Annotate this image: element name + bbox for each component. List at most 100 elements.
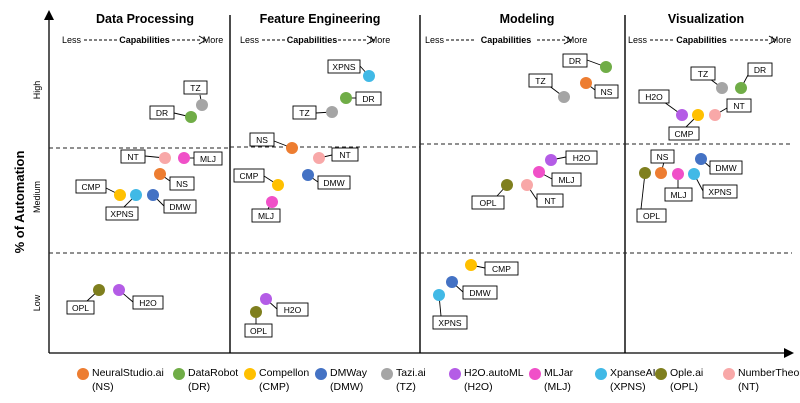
legend-name: DMWay bbox=[330, 367, 367, 379]
legend-dot bbox=[449, 368, 461, 380]
legend-abbr: (CMP) bbox=[259, 381, 290, 393]
point-label-box bbox=[244, 323, 273, 338]
point-label-box bbox=[650, 149, 675, 164]
section-title: Visualization bbox=[668, 12, 744, 26]
arrow-head-icon bbox=[563, 35, 573, 45]
point-dot bbox=[326, 106, 338, 118]
point-label-box bbox=[551, 172, 582, 187]
point-dot bbox=[114, 189, 126, 201]
point-dot bbox=[185, 111, 197, 123]
legend-dot bbox=[315, 368, 327, 380]
point-label-box bbox=[169, 176, 195, 191]
y-level-medium: Medium bbox=[32, 181, 42, 213]
point-label-box bbox=[193, 151, 223, 166]
point-dot bbox=[433, 289, 445, 301]
point-vi-opl: OPL bbox=[636, 167, 667, 223]
point-label: DR bbox=[569, 56, 581, 66]
point-dot bbox=[465, 259, 477, 271]
legend-name: Tazi.ai bbox=[396, 367, 426, 379]
point-label: CMP bbox=[82, 182, 101, 192]
legend-dot bbox=[244, 368, 256, 380]
legend-dot bbox=[173, 368, 185, 380]
legend-dot bbox=[723, 368, 735, 380]
legend-name: Compellon bbox=[259, 367, 310, 379]
y-axis-title: % of Automation bbox=[12, 151, 27, 254]
point-dp-opl: OPL bbox=[66, 284, 105, 315]
point-label: XPNS bbox=[110, 209, 133, 219]
legend-dot bbox=[381, 368, 393, 380]
section-title: Modeling bbox=[500, 12, 555, 26]
point-dot bbox=[266, 196, 278, 208]
legend-dot bbox=[77, 368, 89, 380]
capabilities-less-label: Less bbox=[628, 35, 648, 45]
point-dot bbox=[533, 166, 545, 178]
point-label: XPNS bbox=[708, 187, 731, 197]
point-label: CMP bbox=[675, 129, 694, 139]
point-mo-dr: DR bbox=[562, 53, 612, 73]
point-label: CMP bbox=[240, 171, 259, 181]
point-label-box bbox=[75, 179, 107, 194]
point-dot bbox=[130, 189, 142, 201]
legend-abbr: (MLJ) bbox=[544, 381, 571, 393]
point-dot bbox=[313, 152, 325, 164]
legend-abbr: (H2O) bbox=[464, 381, 493, 393]
point-label: CMP bbox=[492, 264, 511, 274]
point-label-box bbox=[668, 126, 700, 141]
point-label-box bbox=[462, 285, 498, 300]
point-label-box bbox=[233, 168, 265, 183]
legend-abbr: (TZ) bbox=[396, 381, 416, 393]
section-title: Data Processing bbox=[96, 12, 194, 26]
point-dot bbox=[692, 109, 704, 121]
point-fe-dmw: DMW bbox=[302, 169, 351, 190]
point-label-box bbox=[251, 208, 281, 223]
point-label: DR bbox=[362, 94, 374, 104]
point-vi-dmw: DMW bbox=[695, 153, 743, 175]
point-label: OPL bbox=[72, 303, 89, 313]
point-label: NT bbox=[544, 196, 555, 206]
point-label-box bbox=[594, 84, 619, 99]
legend-name: H2O.autoML bbox=[464, 367, 524, 379]
point-fe-ns: NS bbox=[249, 132, 298, 154]
point-vi-tz: TZ bbox=[690, 66, 728, 94]
point-label: OPL bbox=[479, 198, 496, 208]
point-dp-mlj: MLJ bbox=[178, 151, 223, 166]
point-label: NS bbox=[601, 87, 613, 97]
point-dot bbox=[340, 92, 352, 104]
point-label: DMW bbox=[715, 163, 736, 173]
point-dp-ns: NS bbox=[154, 168, 195, 191]
point-fe-nt: NT bbox=[313, 147, 359, 164]
legend-name: XpanseAI bbox=[610, 367, 656, 379]
point-mo-cmp: CMP bbox=[465, 259, 519, 276]
point-label-box bbox=[664, 187, 693, 202]
legend: NeuralStudio.ai(NS)DataRobot(DR)Compello… bbox=[0, 365, 800, 403]
point-dot bbox=[250, 306, 262, 318]
arrow-head-icon bbox=[366, 35, 376, 45]
point-label-box bbox=[471, 195, 505, 210]
point-dot bbox=[600, 61, 612, 73]
point-vi-dr: DR bbox=[735, 62, 773, 94]
legend-abbr: (DR) bbox=[188, 381, 211, 393]
point-label: MLJ bbox=[200, 154, 216, 164]
point-dot bbox=[688, 168, 700, 180]
legend-abbr: (NT) bbox=[738, 381, 759, 393]
point-label: H2O bbox=[645, 92, 663, 102]
point-mo-h2o: H2O bbox=[545, 150, 598, 166]
point-label: MLJ bbox=[670, 190, 686, 200]
legend-name: NeuralStudio.ai bbox=[92, 367, 164, 379]
capabilities-more-label: More bbox=[370, 35, 391, 45]
point-dp-xpns: XPNS bbox=[105, 189, 142, 221]
point-mo-nt: NT bbox=[521, 179, 564, 208]
point-dot bbox=[260, 293, 272, 305]
point-dot bbox=[580, 77, 592, 89]
point-label: NS bbox=[176, 179, 188, 189]
point-label: TZ bbox=[190, 83, 200, 93]
legend-abbr: (OPL) bbox=[670, 381, 699, 393]
point-label-box bbox=[132, 295, 164, 310]
capabilities-label: Capabilities bbox=[287, 35, 338, 45]
point-label-box bbox=[249, 132, 275, 147]
legend-abbr: (XPNS) bbox=[610, 381, 646, 393]
legend-name: MLJar bbox=[544, 367, 574, 379]
point-mo-dmw: DMW bbox=[446, 276, 498, 300]
